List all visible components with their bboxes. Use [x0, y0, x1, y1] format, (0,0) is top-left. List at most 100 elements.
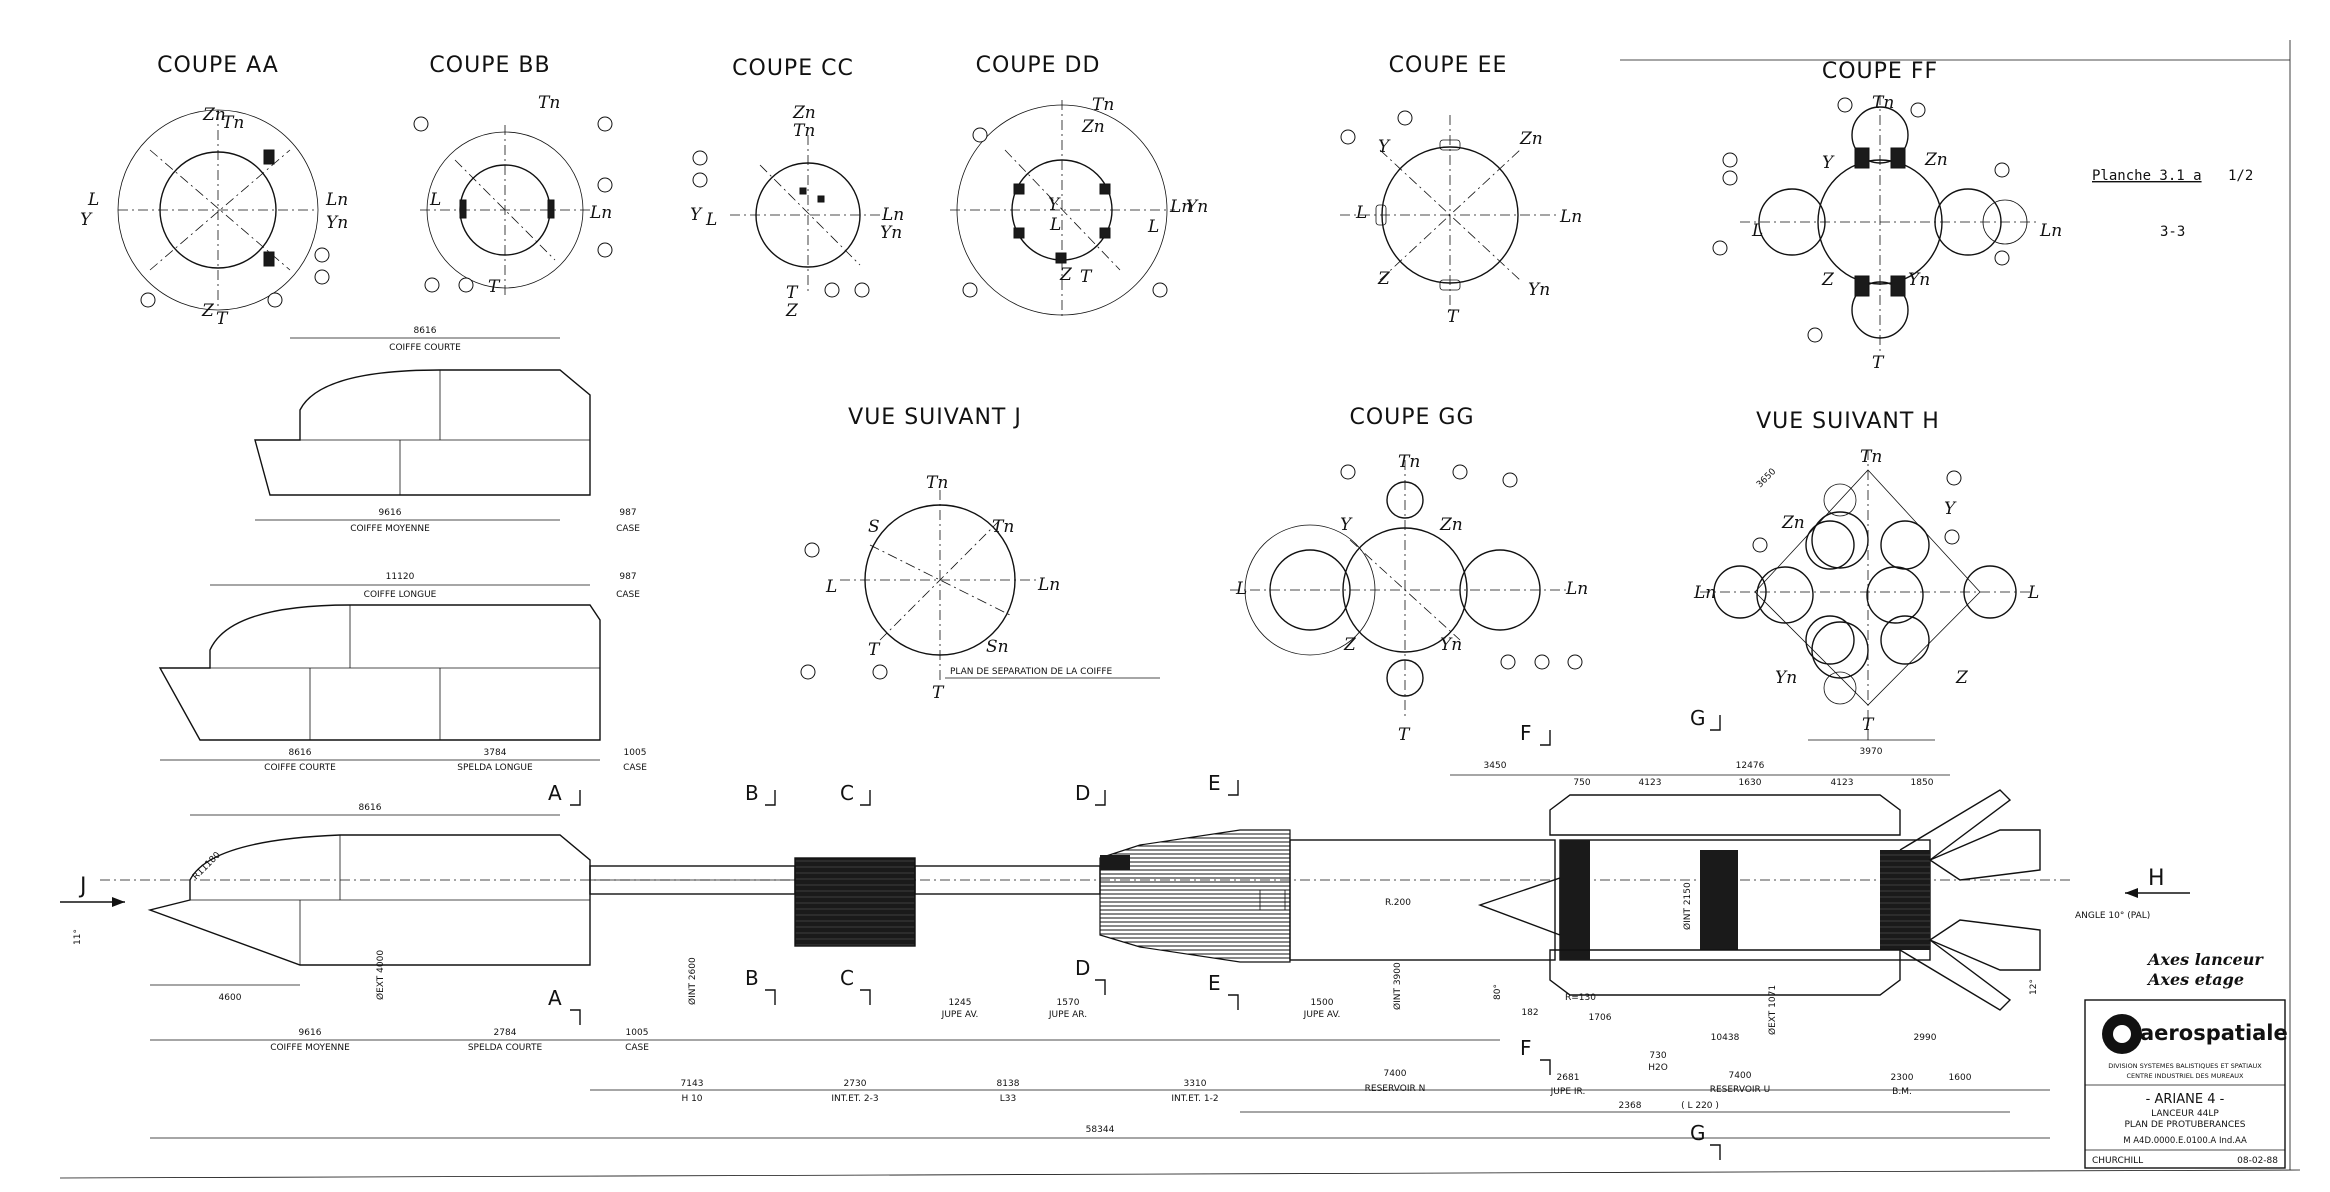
label-int12: INT.ET. 1-2	[1171, 1094, 1218, 1104]
dim-1005: 1005	[626, 1028, 649, 1038]
label-l220: ( L 220 )	[1681, 1101, 1719, 1111]
dim-9616: 9616	[299, 1028, 322, 1038]
axis-Z-h: Z	[1955, 668, 1969, 688]
dim-1706: 1706	[1589, 1013, 1612, 1023]
view-j: Tn S Tn L Ln T Sn T PLAN DE SEPARATION D…	[800, 473, 1160, 703]
section-cut-markers: A A B B C C D D E E F F G G	[548, 706, 1721, 1160]
svg-text:C: C	[840, 781, 854, 805]
drawing-author: CHURCHILL	[2092, 1156, 2143, 1166]
label-longue-case: CASE	[616, 590, 640, 600]
section-title-ee: COUPE EE	[1389, 53, 1508, 78]
axis-S-j: S	[868, 517, 880, 537]
launcher-name: LANCEUR 44LP	[2151, 1109, 2219, 1119]
planche-label: Planche 3.1 a	[2092, 168, 2202, 184]
dim-2368: 2368	[1619, 1101, 1642, 1111]
dim-2300: 2300	[1891, 1073, 1914, 1083]
plan-separation-label: PLAN DE SEPARATION DE LA COIFFE	[950, 667, 1113, 677]
section-ee: L Y Zn Ln Z Yn T	[1340, 110, 1582, 327]
label-spelda-courte: SPELDA COURTE	[468, 1043, 543, 1053]
dim-longue-len: 11120	[386, 572, 415, 582]
axis-Zn-aa: Zn	[202, 105, 226, 125]
label-moyenne-case: CASE	[616, 524, 640, 534]
axis-L-gg: L	[1235, 579, 1247, 599]
axis-T-dd: T	[1080, 267, 1093, 287]
axis-T-bb: T	[488, 277, 501, 297]
axis-T-gg: T	[1398, 725, 1411, 745]
axis-L-ff: L	[1751, 221, 1763, 241]
view-title-h: VUE SUIVANT H	[1756, 409, 1940, 434]
angle-label: ANGLE 10° (PAL)	[2075, 911, 2150, 921]
dim-730: 730	[1649, 1051, 1666, 1061]
section-gg: Tn Y Zn L Ln Z Yn T	[1230, 452, 1588, 745]
dim-r200: R.200	[1385, 898, 1411, 908]
section-title-cc: COUPE CC	[732, 56, 854, 81]
axis-L-cc: L	[705, 210, 717, 230]
axis-Zn-ff: Zn	[1924, 150, 1948, 170]
dim-182: 182	[1521, 1008, 1538, 1018]
svg-text:C: C	[840, 966, 854, 990]
svg-text:B: B	[745, 966, 759, 990]
axis-Y-ee: Y	[1378, 137, 1391, 157]
axis-Z-cc: Z	[785, 301, 799, 321]
drawing-date: 08-02-88	[2237, 1156, 2278, 1166]
section-title-ff: COUPE FF	[1822, 59, 1938, 84]
label-int23: INT.ET. 2-3	[831, 1094, 878, 1104]
label-speld-courte: COIFFE COURTE	[264, 763, 336, 773]
dim-int3900: ØINT 3900	[1392, 962, 1403, 1010]
view-arrow-h-label: H	[2148, 866, 2165, 891]
axis-Z-ff: Z	[1821, 270, 1835, 290]
axis-Tn-j-2: Tn	[992, 517, 1014, 537]
label-coiffe-moyenne: COIFFE MOYENNE	[270, 1043, 350, 1053]
label-jupe-av1: JUPE AV.	[941, 1010, 979, 1020]
axis-T-aa: T	[216, 309, 229, 329]
drawing-reference: M A4D.0000.E.0100.A Ind.AA	[2123, 1136, 2247, 1146]
dim-3450: 3450	[1484, 761, 1507, 771]
label-h2o: H2O	[1648, 1063, 1668, 1073]
axis-Tn-aa: Tn	[222, 113, 244, 133]
fairing-longue: 11120 COIFFE LONGUE 987 CASE 8616 COIFFE…	[158, 572, 647, 773]
dim-2730: 2730	[844, 1079, 867, 1089]
axis-Y-ff: Y	[1822, 153, 1835, 173]
section-dd: Y L Zn Tn Ln Yn L T Z	[950, 95, 1208, 320]
axis-Ln-ff: Ln	[2039, 221, 2062, 241]
axis-T-ee: T	[1447, 307, 1460, 327]
axis-T-j: T	[868, 640, 881, 660]
dim-1500: 1500	[1311, 998, 1334, 1008]
axis-Tn-gg: Tn	[1398, 452, 1420, 472]
label-res-u: RESERVOIR U	[1710, 1085, 1771, 1095]
axis-Zn-h: Zn	[1781, 513, 1805, 533]
label-jupe-ir: JUPE IR.	[1550, 1087, 1586, 1097]
svg-text:D: D	[1075, 781, 1090, 805]
dim-total: 58344	[1086, 1125, 1115, 1135]
legend-axes-lanceur: Axes lanceur	[2146, 950, 2264, 969]
legend-axes-etage: Axes etage	[2146, 970, 2244, 989]
title-block: aerospatiale DIVISION SYSTEMES BALISTIQU…	[2084, 999, 2288, 1169]
svg-text:D: D	[1075, 956, 1090, 980]
svg-text:G: G	[1690, 1121, 1706, 1145]
axis-Tn-ff: Tn	[1872, 93, 1894, 113]
dim-3970: 3970	[1860, 747, 1883, 757]
axis-L-j: L	[825, 577, 837, 597]
axis-Z-gg: Z	[1343, 635, 1357, 655]
dim-r11180: R11180	[191, 850, 223, 882]
axis-L-dd: L	[1049, 215, 1061, 235]
axis-Y-gg: Y	[1340, 515, 1353, 535]
axis-L-ee: L	[1355, 203, 1367, 223]
axis-Yn-h: Yn	[1775, 668, 1797, 688]
dim-res-n: 7400	[1384, 1069, 1407, 1079]
dim-3650: 3650	[1755, 467, 1778, 490]
label-spelda-longue: SPELDA LONGUE	[457, 763, 533, 773]
dim-750: 750	[1573, 778, 1590, 788]
company-name: aerospatiale	[2140, 1021, 2288, 1045]
section-title-gg: COUPE GG	[1349, 405, 1474, 430]
axis-Yn-ff: Yn	[1908, 270, 1930, 290]
dim-1245: 1245	[949, 998, 972, 1008]
dim-top-8616: 8616	[359, 803, 382, 813]
axis-L-bb: L	[429, 190, 441, 210]
axis-Y-aa: Y	[80, 210, 93, 230]
axis-Yn-cc: Yn	[880, 223, 902, 243]
label-case: CASE	[625, 1043, 649, 1053]
axis-Zn-gg: Zn	[1439, 515, 1463, 535]
view-title-j: VUE SUIVANT J	[848, 405, 1022, 430]
dim-res-u: 7400	[1729, 1071, 1752, 1081]
